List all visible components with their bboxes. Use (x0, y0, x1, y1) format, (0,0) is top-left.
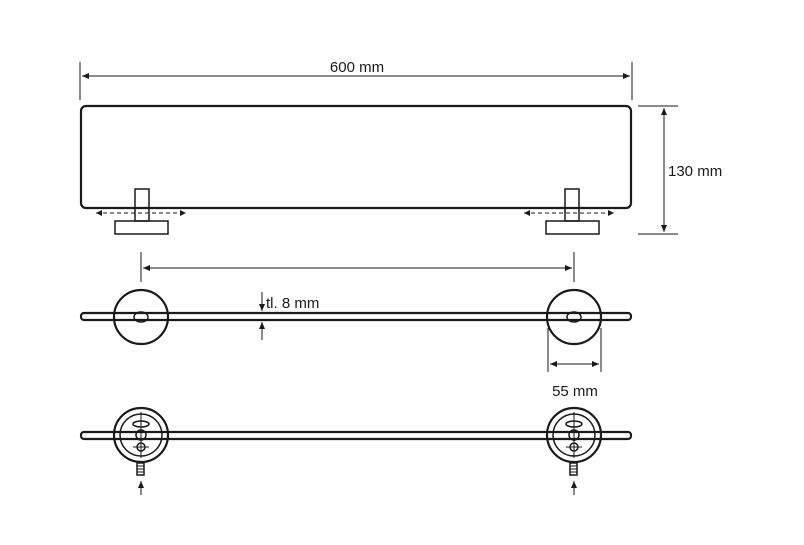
glass-shelf-front (79, 104, 633, 210)
glass-shelf-top (79, 311, 633, 322)
left-mount-disc (112, 288, 170, 346)
glass-shelf-mount (79, 430, 633, 441)
top-view: tl. 8 mm 55 mm (79, 252, 633, 400)
thickness-label: tl. 8 mm (266, 295, 319, 312)
right-bracket-front (524, 188, 614, 235)
right-mount-disc (545, 288, 603, 346)
height-label: 130 mm (668, 163, 722, 180)
right-mount-detail (545, 406, 603, 495)
flange-label: 55 mm (552, 383, 598, 400)
left-bracket-front (96, 188, 186, 235)
mounting-view (79, 406, 633, 495)
left-bracket-arm (133, 311, 149, 323)
right-bracket-arm (566, 311, 582, 323)
left-mount-detail (112, 406, 170, 495)
width-label: 600 mm (330, 59, 384, 76)
front-view: 600 mm 130 mm (79, 59, 722, 235)
